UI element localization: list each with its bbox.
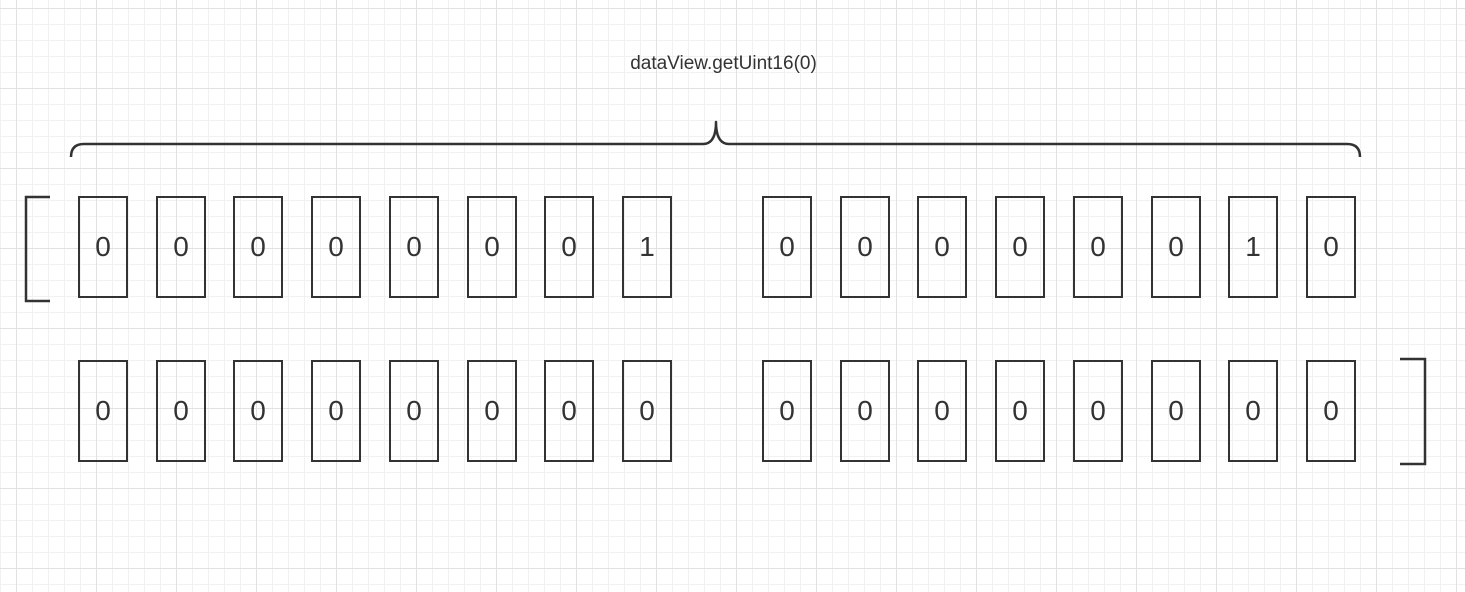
- bit-cell: 0: [311, 196, 361, 298]
- bit-cell: 1: [622, 196, 672, 298]
- open-square-bracket: [24, 195, 50, 303]
- bit-cell: 0: [467, 196, 517, 298]
- bit-cell: 0: [917, 360, 967, 462]
- bit-cell: 0: [78, 196, 128, 298]
- bit-cell: 0: [840, 196, 890, 298]
- bit-cell: 0: [1306, 360, 1356, 462]
- bit-cell: 0: [389, 360, 439, 462]
- close-square-bracket: [1400, 357, 1427, 466]
- bit-cell: 1: [1228, 196, 1278, 298]
- bit-cell: 0: [1151, 196, 1201, 298]
- bit-cell: 0: [1306, 196, 1356, 298]
- bit-cell: 0: [544, 360, 594, 462]
- bit-cell: 0: [156, 196, 206, 298]
- bit-cell: 0: [762, 196, 812, 298]
- bit-cell: 0: [1151, 360, 1201, 462]
- bit-cell: 0: [917, 196, 967, 298]
- read-label: dataView.getUint16(0): [630, 53, 817, 74]
- bit-cell: 0: [233, 360, 283, 462]
- bit-cell: 0: [1073, 360, 1123, 462]
- bit-cell: 0: [1073, 196, 1123, 298]
- bit-cell: 0: [1228, 360, 1278, 462]
- bit-cell: 0: [233, 196, 283, 298]
- bit-cell: 0: [762, 360, 812, 462]
- bit-cell: 0: [995, 360, 1045, 462]
- bit-cell: 0: [544, 196, 594, 298]
- curly-brace: [69, 120, 1362, 158]
- bit-cell: 0: [311, 360, 361, 462]
- bit-cell: 0: [622, 360, 672, 462]
- bit-cell: 0: [78, 360, 128, 462]
- bit-cell: 0: [156, 360, 206, 462]
- bit-cell: 0: [995, 196, 1045, 298]
- bit-cell: 0: [840, 360, 890, 462]
- bit-cell: 0: [467, 360, 517, 462]
- bit-cell: 0: [389, 196, 439, 298]
